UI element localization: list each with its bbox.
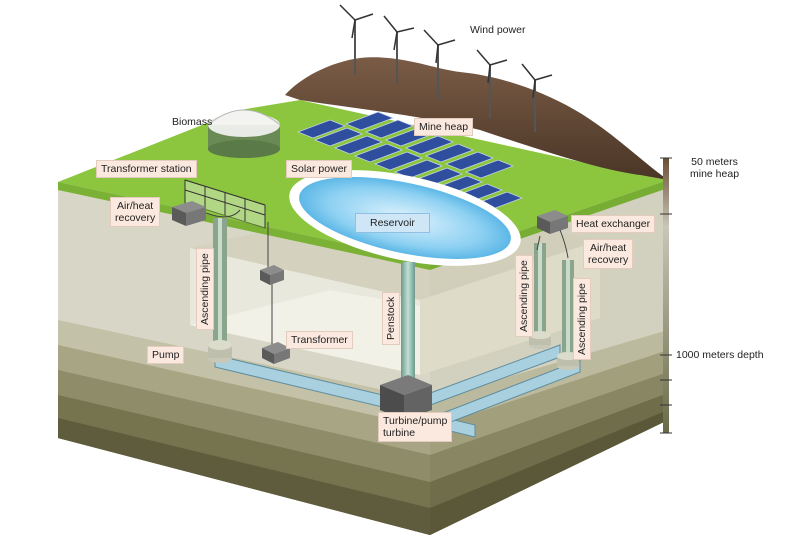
wind-turbine-icon [476, 49, 508, 118]
label-wind-power: Wind power [470, 24, 526, 36]
air-heat-box-left [172, 201, 206, 226]
turbine-box [380, 375, 432, 420]
label-penstock: Penstock [382, 291, 400, 345]
wind-turbine-icon [383, 15, 415, 84]
label-air-heat-recovery-right: Air/heat recovery [583, 239, 634, 269]
label-ascending-pipe-right-1: Ascending pipe [515, 255, 533, 337]
biomass-dome [207, 109, 281, 158]
wind-turbine-icon [521, 63, 553, 132]
shafts [213, 218, 574, 382]
mine-heap [285, 57, 668, 180]
wind-turbines [339, 4, 553, 132]
transformer-boxes [260, 265, 290, 364]
label-ascending-pipe-right-2: Ascending pipe [573, 278, 591, 360]
label-biomass: Biomass [172, 116, 213, 128]
label-ascending-pipe-left: Ascending pipe [196, 248, 214, 330]
label-air-heat-recovery-left: Air/heat recovery [110, 197, 161, 227]
depth-scale [660, 157, 672, 434]
label-reservoir: Reservoir [355, 213, 430, 233]
transformer-station-structure [184, 179, 266, 229]
label-heat-exchanger: Heat exchanger [571, 215, 656, 233]
label-pump: Pump [147, 346, 185, 364]
wind-turbine-icon [423, 29, 456, 100]
heat-exchanger-box [537, 210, 568, 234]
right-face-strata [430, 180, 668, 535]
label-transformer: Transformer [286, 331, 353, 349]
label-scale-depth: 1000 meters depth [676, 349, 764, 361]
cables [205, 209, 569, 345]
label-scale-top: 50 meters mine heap [690, 156, 740, 180]
label-mine-heap: Mine heap [414, 118, 474, 136]
label-solar-power: Solar power [286, 160, 353, 178]
label-turbine: Turbine/pump turbine [378, 412, 453, 442]
wind-turbine-icon [339, 4, 374, 74]
label-transformer-station: Transformer station [96, 160, 197, 178]
